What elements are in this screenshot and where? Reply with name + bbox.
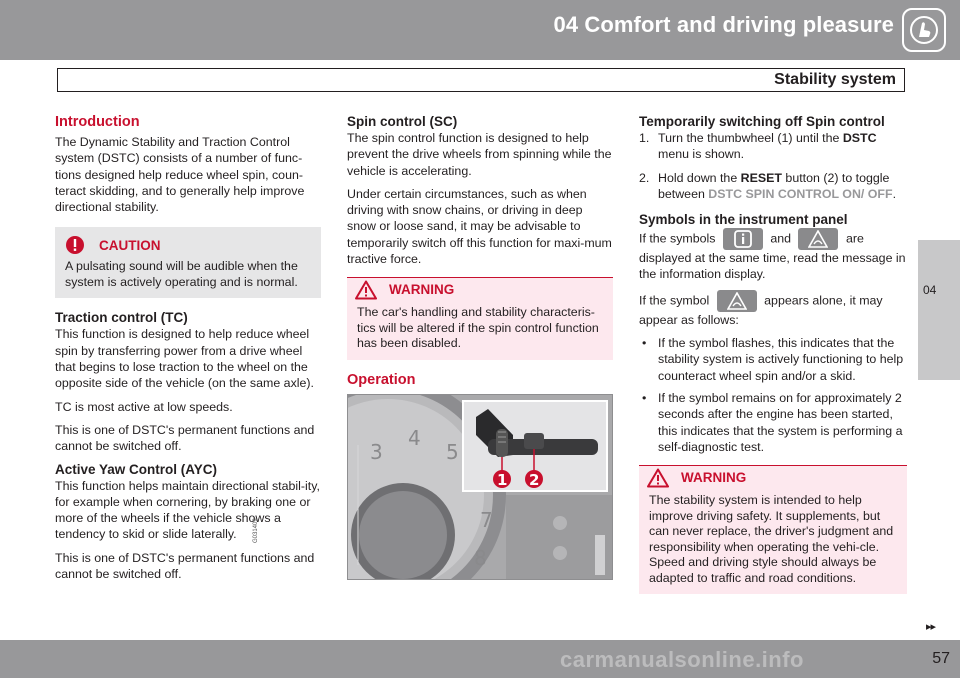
- ayc-text: This function helps maintain directional…: [55, 478, 320, 542]
- warning-box-system: WARNING The stability system is intended…: [639, 465, 907, 595]
- caution-label: CAUTION: [99, 237, 161, 253]
- symbol-bullets: •If the symbol flashes, this indicates t…: [639, 335, 907, 455]
- ayc-text-2: This is one of DSTC's permanent function…: [55, 550, 315, 582]
- caution-box: CAUTION A pulsating sound will be audibl…: [55, 227, 321, 299]
- tc-text-3: This is one of DSTC's permanent function…: [55, 422, 315, 454]
- gauge-number-3: 3: [370, 440, 383, 464]
- next-page-arrows: ▸▸: [926, 621, 936, 633]
- warning-triangle-icon: [647, 468, 669, 488]
- caution-icon: [66, 236, 84, 255]
- watermark: carmanualsonline.info: [560, 647, 804, 672]
- page-number: 57: [932, 650, 950, 667]
- callout-2: 2: [529, 471, 539, 489]
- gauge-number-5: 5: [446, 440, 459, 464]
- operation-figure: 3 4 5 6 7 8 1 2: [347, 394, 613, 580]
- sc-text: The spin control function is designed to…: [347, 131, 612, 178]
- caution-text: A pulsating sound will be audible when t…: [65, 259, 298, 289]
- page-footer: [0, 640, 960, 678]
- column-2: Spin control (SC) The spin control funct…: [347, 114, 613, 392]
- intro-heading: Introduction: [55, 114, 140, 130]
- warning-text: The stability system is intended to help…: [649, 493, 894, 585]
- warning-label: WARNING: [389, 282, 455, 298]
- stability-symbol-icon: [798, 228, 839, 251]
- tc-heading: Traction control (TC): [55, 310, 188, 326]
- step-item: 2. Hold down the RESET button (2) to tog…: [639, 170, 897, 201]
- intro-text: The Dynamic Stability and Traction Contr…: [55, 135, 305, 215]
- warning-box-sc: WARNING The car's handling and stability…: [347, 277, 613, 360]
- callout-1: 1: [497, 471, 507, 489]
- stability-symbol-icon-2: [716, 289, 757, 312]
- sc-text-2: Under certain circumstances, such as whe…: [347, 186, 612, 267]
- section-title: Stability system: [774, 71, 896, 88]
- gauge-number-4: 4: [408, 426, 421, 450]
- column-1: Introduction The Dynamic Stability and T…: [55, 114, 321, 589]
- section-bar: Stability system: [57, 68, 905, 92]
- warning-triangle-icon: [355, 280, 377, 300]
- temp-off-heading: Temporarily switching off Spin control: [639, 114, 885, 129]
- symbols-text: If the symbols and are displayed at the …: [639, 228, 907, 283]
- sc-heading: Spin control (SC): [347, 114, 458, 129]
- warning-text: The car's handling and stability charact…: [357, 305, 599, 351]
- symbols-heading: Symbols in the instrument panel: [639, 212, 848, 228]
- figure-code: G031409: [253, 518, 259, 543]
- page-header: 04 Comfort and driving pleasure: [0, 0, 960, 60]
- chapter-title: 04 Comfort and driving pleasure: [553, 12, 894, 37]
- tc-text: This function is designed to help reduce…: [55, 327, 314, 391]
- list-item: •If the symbol remains on for approximat…: [642, 390, 903, 454]
- symbol-alone-text: If the symbol appears alone, it may appe…: [639, 289, 907, 328]
- seat-comfort-icon: [902, 8, 946, 52]
- operation-heading: Operation: [347, 371, 416, 388]
- info-symbol-icon: [722, 228, 763, 251]
- warning-label: WARNING: [681, 470, 747, 486]
- steps-list: 1. Turn the thumbwheel (1) until the DST…: [639, 130, 907, 202]
- chapter-tab: [918, 240, 960, 380]
- ayc-heading: Active Yaw Control (AYC): [55, 461, 218, 477]
- gauge-number-7: 7: [480, 508, 493, 532]
- step-item: 1. Turn the thumbwheel (1) until the DST…: [639, 131, 877, 162]
- tc-text-2: TC is most active at low speeds.: [55, 399, 233, 414]
- list-item: •If the symbol flashes, this indicates t…: [642, 336, 904, 383]
- gauge-number-8: 8: [474, 546, 487, 570]
- chapter-tab-label: 04: [923, 283, 937, 297]
- column-3: Temporarily switching off Spin control 1…: [639, 114, 907, 595]
